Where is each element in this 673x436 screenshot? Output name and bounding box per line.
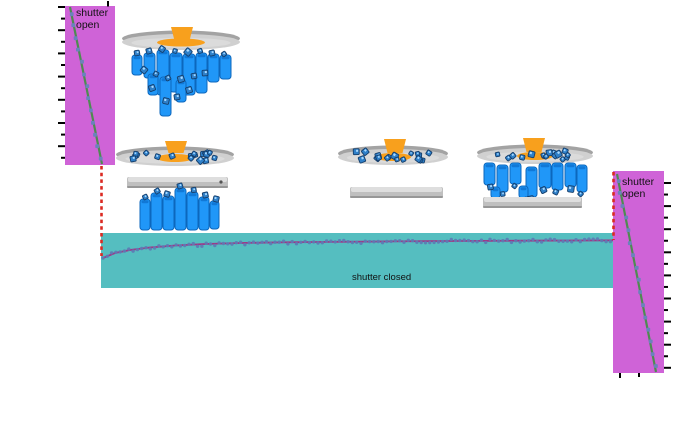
frequency-curve [101, 237, 614, 260]
inset-frequency-lines [68, 6, 658, 373]
illustration-crystal-growth-shutter-open [122, 27, 240, 117]
axis-ticks [58, 1, 671, 378]
shutter-closed-label: shutter closed [352, 272, 412, 283]
right-inset-label: shutter open [622, 176, 654, 200]
left-inset-label-line1: shutter [76, 7, 109, 19]
illustration-shutter-plate-inserted [116, 141, 234, 231]
illustration-crystals-sublimed [338, 139, 448, 198]
illustration-regrowth-shutter-open [477, 138, 593, 208]
right-inset-label-line2: open [622, 188, 646, 200]
right-inset-label-line1: shutter [622, 176, 655, 188]
left-inset-label: shutter open [76, 7, 108, 31]
transition-dashed-lines [100, 166, 615, 256]
left-inset-label-line2: open [76, 19, 100, 31]
